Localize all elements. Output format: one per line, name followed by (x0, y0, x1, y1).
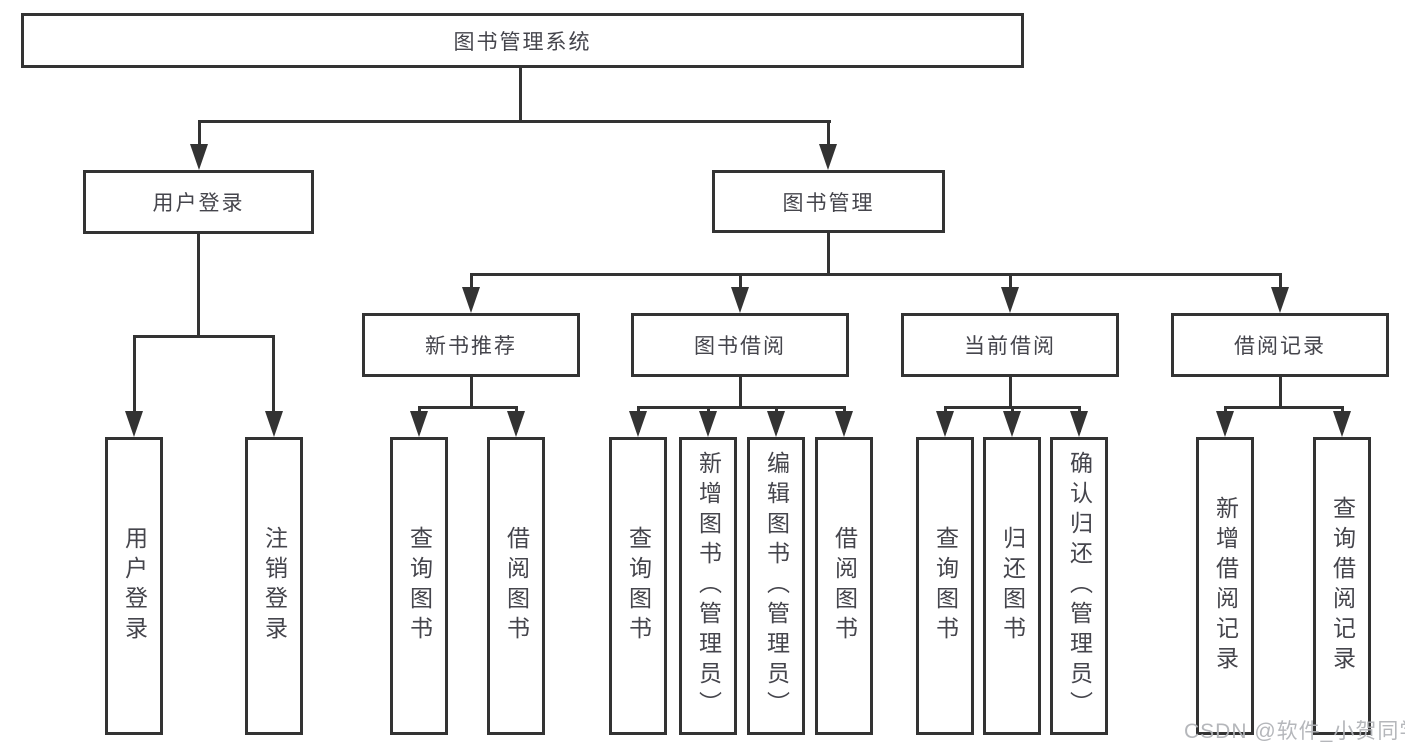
leaf-label: 注销登录 (261, 526, 288, 646)
leaf-edit-books-admin: 编辑图书（管理员） (747, 437, 805, 735)
connector-line (418, 406, 518, 409)
connector-line (637, 406, 846, 409)
arrow-down-icon (1271, 287, 1289, 313)
connector-line (1009, 377, 1012, 406)
leaf-return-books: 归还图书 (983, 437, 1041, 735)
leaf-label: 查询图书 (625, 526, 652, 646)
connector-line (198, 120, 831, 123)
node-user-login: 用户登录 (83, 170, 314, 234)
arrow-down-icon (1001, 287, 1019, 313)
leaf-query-books: 查询图书 (609, 437, 667, 735)
arrow-down-icon (767, 411, 785, 437)
connector-line (739, 377, 742, 406)
connector-line (827, 120, 830, 164)
arrow-down-icon (190, 144, 208, 170)
arrow-down-icon (462, 287, 480, 313)
arrow-down-icon (410, 411, 428, 437)
connector-line (827, 233, 830, 273)
node-current-borrowing: 当前借阅 (901, 313, 1119, 377)
leaf-logout: 注销登录 (245, 437, 303, 735)
connector-line (519, 68, 522, 120)
connector-line (198, 120, 201, 164)
node-label: 借阅记录 (1234, 335, 1326, 358)
arrow-down-icon (507, 411, 525, 437)
leaf-add-books-admin: 新增图书（管理员） (679, 437, 737, 735)
connector-line (470, 273, 1281, 276)
node-library-system: 图书管理系统 (21, 13, 1024, 68)
connector-line (197, 234, 200, 335)
node-label: 图书管理 (782, 191, 875, 215)
connector-line (470, 377, 473, 406)
arrow-down-icon (629, 411, 647, 437)
leaf-label: 新增图书（管理员） (695, 451, 722, 721)
connector-line (272, 335, 275, 431)
node-book-borrowing: 图书借阅 (631, 313, 849, 377)
arrow-down-icon (1070, 411, 1088, 437)
arrow-down-icon (819, 144, 837, 170)
leaf-query-books: 查询图书 (390, 437, 448, 735)
node-label: 图书借阅 (694, 335, 786, 358)
arrow-down-icon (699, 411, 717, 437)
leaf-query-books: 查询图书 (916, 437, 974, 735)
arrow-down-icon (835, 411, 853, 437)
arrow-down-icon (265, 411, 283, 437)
node-borrow-records: 借阅记录 (1171, 313, 1389, 377)
leaf-label: 编辑图书（管理员） (763, 451, 790, 721)
leaf-label: 查询图书 (932, 526, 959, 646)
node-new-book-recommend: 新书推荐 (362, 313, 580, 377)
arrow-down-icon (1216, 411, 1234, 437)
leaf-label: 借阅图书 (831, 526, 858, 646)
node-label: 用户登录 (152, 192, 245, 215)
node-label: 当前借阅 (964, 335, 1056, 358)
leaf-borrow-books: 借阅图书 (815, 437, 873, 735)
connector-line (1224, 406, 1344, 409)
leaf-borrow-books: 借阅图书 (487, 437, 545, 735)
csdn-watermark: CSDN @软件_小贺同学 (1184, 720, 1405, 743)
leaf-add-borrow-record: 新增借阅记录 (1196, 437, 1254, 735)
leaf-user-login: 用户登录 (105, 437, 163, 735)
leaf-label: 确认归还（管理员） (1066, 451, 1093, 721)
leaf-confirm-return-admin: 确认归还（管理员） (1050, 437, 1108, 735)
leaf-label: 用户登录 (121, 526, 148, 646)
arrow-down-icon (1003, 411, 1021, 437)
leaf-label: 查询借阅记录 (1329, 496, 1356, 676)
connector-line (1279, 377, 1282, 406)
arrow-down-icon (731, 287, 749, 313)
leaf-label: 查询图书 (406, 526, 433, 646)
node-label: 图书管理系统 (453, 30, 592, 54)
leaf-query-borrow-record: 查询借阅记录 (1313, 437, 1371, 735)
arrow-down-icon (125, 411, 143, 437)
connector-line (133, 335, 136, 431)
node-book-management: 图书管理 (712, 170, 945, 233)
arrow-down-icon (936, 411, 954, 437)
connector-line (133, 335, 275, 338)
arrow-down-icon (1333, 411, 1351, 437)
node-label: 新书推荐 (425, 335, 517, 358)
leaf-label: 新增借阅记录 (1212, 496, 1239, 676)
leaf-label: 借阅图书 (503, 526, 530, 646)
leaf-label: 归还图书 (999, 526, 1026, 646)
